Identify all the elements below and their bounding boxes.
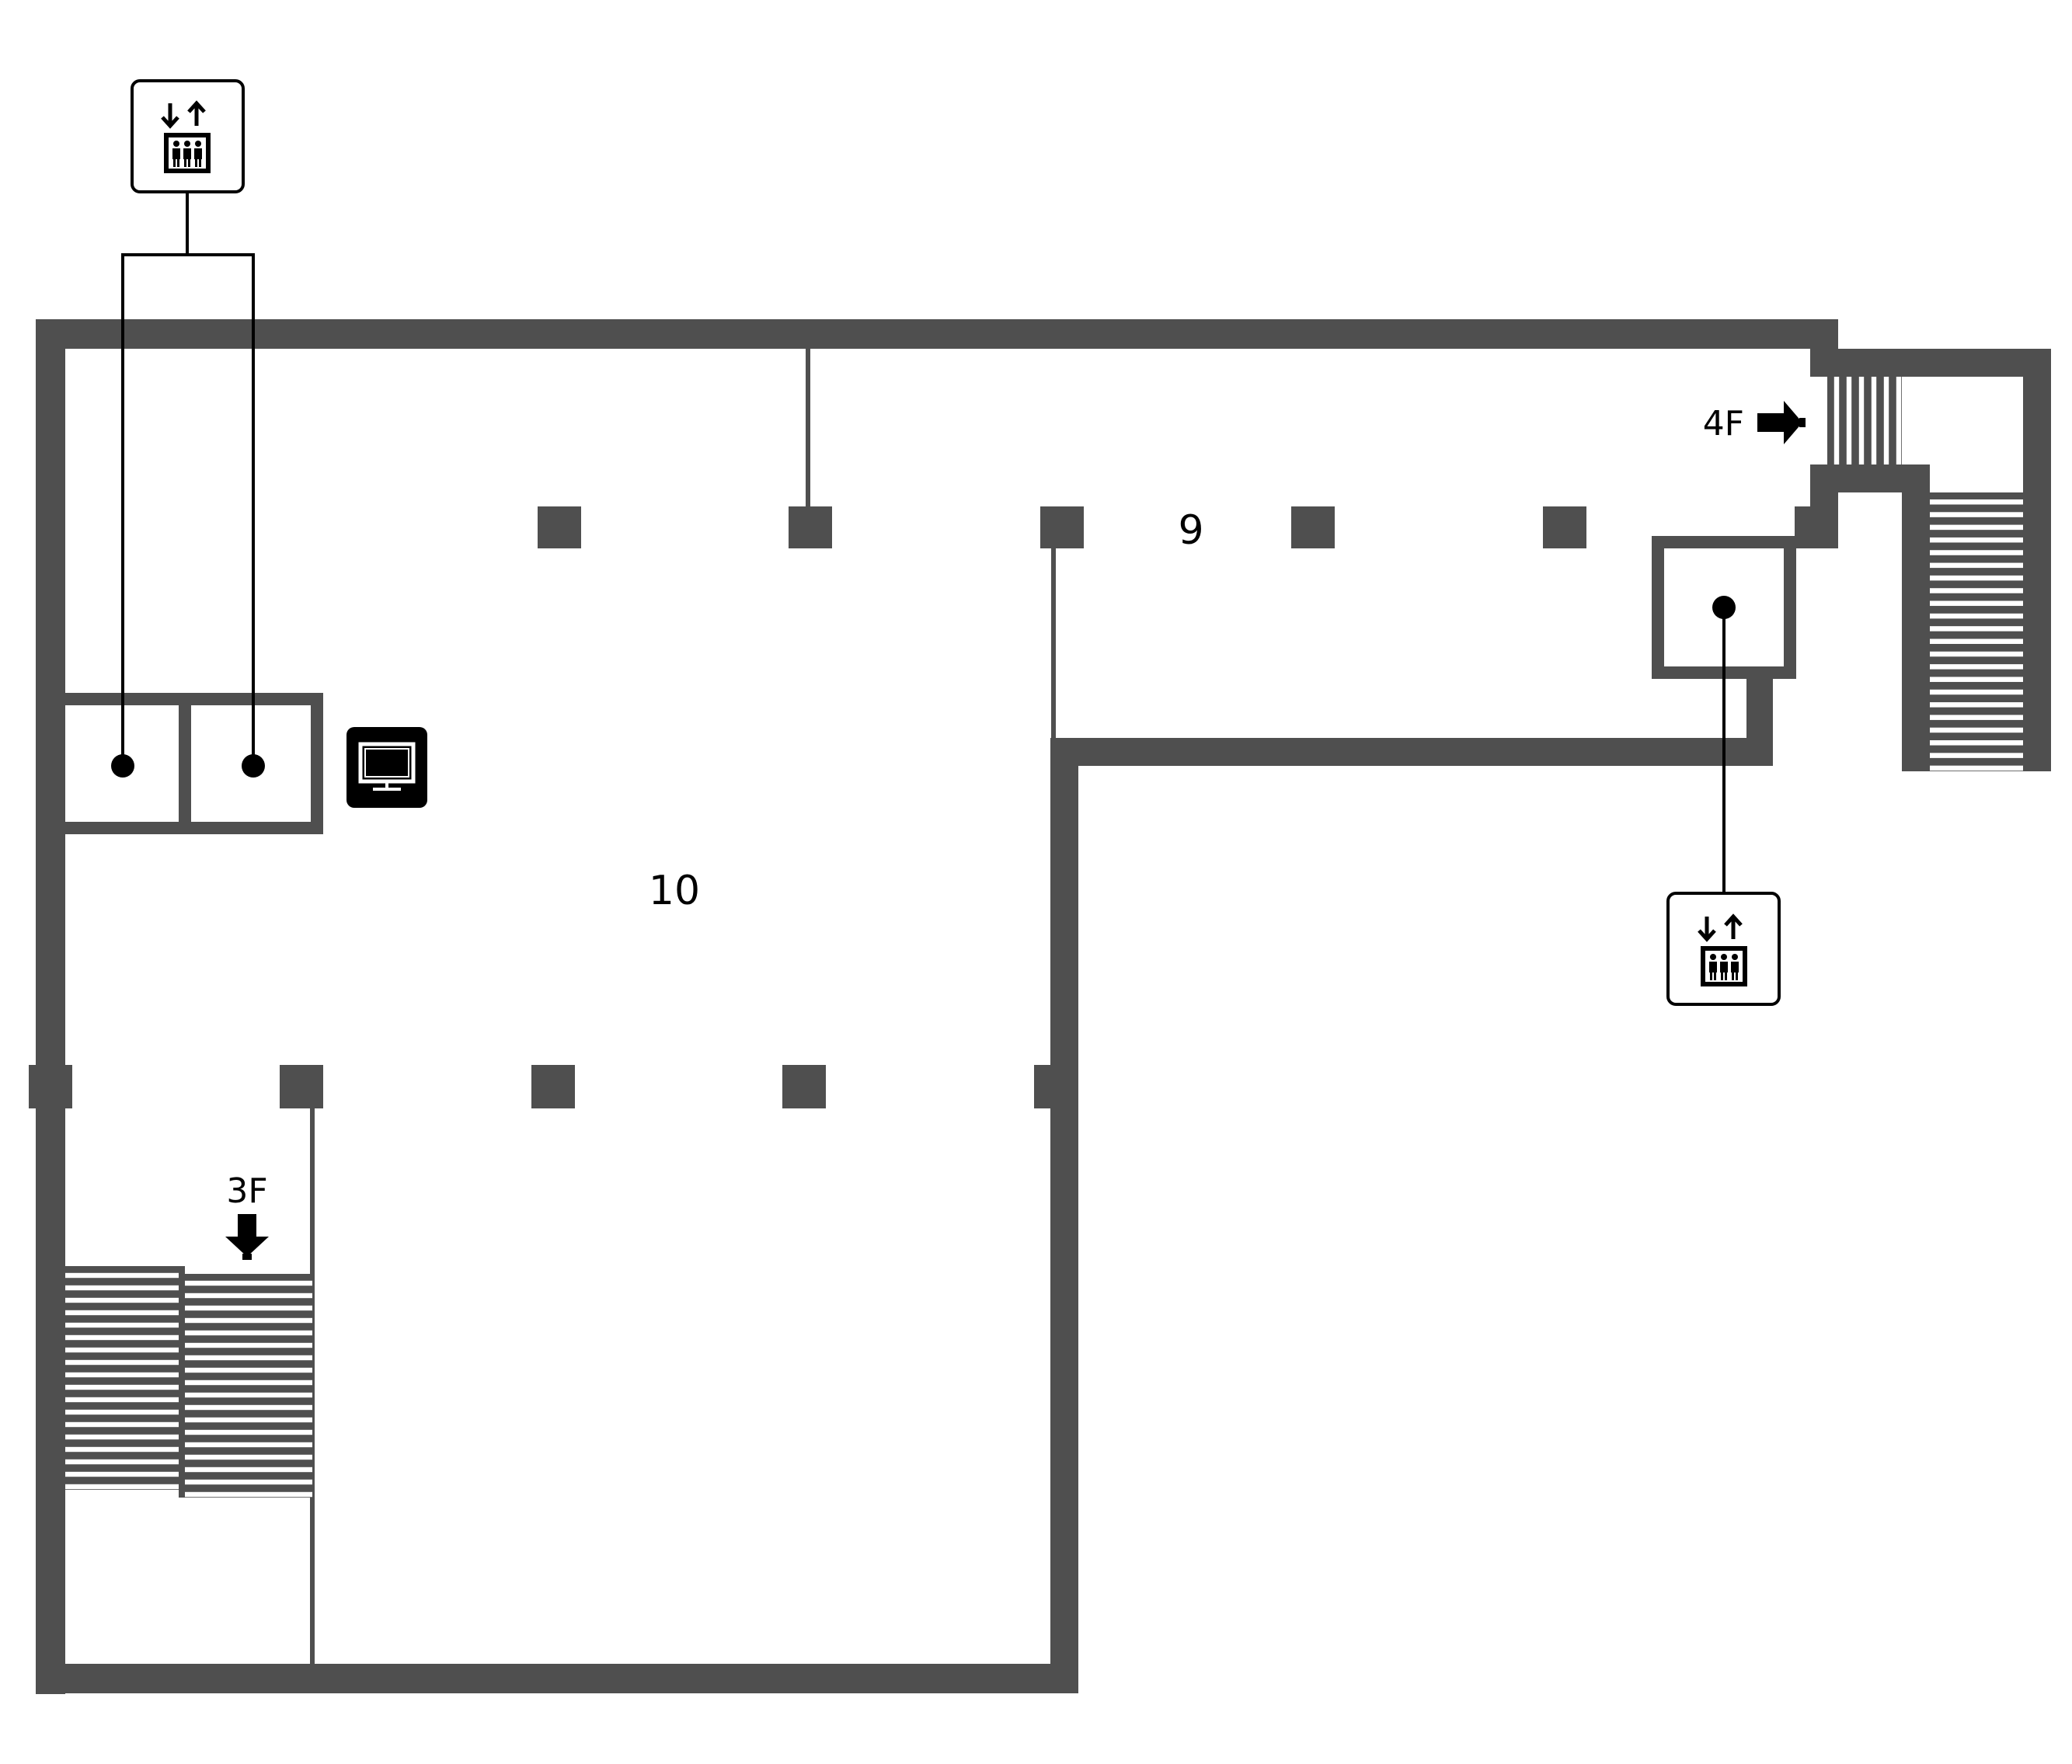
stairs-up-label: 4F (1703, 404, 1744, 444)
room-9-label: 9 (1178, 507, 1203, 554)
stair-tread (1930, 600, 2023, 607)
stair-tread (1930, 651, 2023, 657)
stair-tread (1930, 613, 2023, 619)
elevator-sign-right[interactable] (1666, 892, 1781, 1006)
stair-tread (65, 1421, 179, 1428)
stair-tread (185, 1380, 312, 1386)
stair-tread (1858, 377, 1865, 464)
stair-tread (185, 1342, 312, 1348)
stair-tread (185, 1454, 312, 1460)
stair-tread (185, 1417, 312, 1423)
room-10-label: 10 (649, 868, 700, 914)
stair-tread (1930, 664, 2023, 670)
stair-tread (65, 1347, 179, 1353)
stair-tread (1833, 377, 1840, 464)
stair-tread (65, 1359, 179, 1366)
stair-tread (185, 1479, 312, 1485)
stair-tread (1930, 499, 2023, 505)
stair-tread (1930, 765, 2023, 771)
stairs-divider (179, 1266, 185, 1498)
stair-tread (185, 1355, 312, 1361)
stair-tread (185, 1367, 312, 1373)
stair-tread (1930, 715, 2023, 720)
stair-tread (185, 1293, 312, 1299)
stair-tread (1871, 377, 1877, 464)
stair-tread (65, 1372, 179, 1378)
stair-tread (65, 1272, 179, 1279)
elevator-shafts-left (65, 693, 323, 834)
stair-tread (185, 1280, 312, 1286)
stair-tread (65, 1334, 179, 1341)
stair-tread (1930, 727, 2023, 733)
stair-tread (185, 1429, 312, 1435)
monitor-sign[interactable] (346, 727, 427, 808)
stair-treads-landing (1833, 377, 1902, 464)
arrow-down-icon (225, 1214, 269, 1260)
building-walls (36, 319, 1838, 1694)
stair-tread (1930, 677, 2023, 682)
stair-treads-left-b (185, 1280, 312, 1498)
stair-tread (1930, 537, 2023, 543)
stair-tread (65, 1409, 179, 1415)
stair-tread (185, 1305, 312, 1311)
stair-tread (65, 1297, 179, 1303)
stair-tread (65, 1310, 179, 1316)
stair-tread (1930, 588, 2023, 593)
stair-tread (185, 1317, 312, 1324)
elevator-leader-lines (111, 193, 1736, 893)
stair-tread (1930, 702, 2023, 708)
stair-tread (1930, 550, 2023, 555)
elevator-shaft-right (1652, 536, 1796, 679)
stair-treads-left-a (65, 1272, 179, 1490)
stair-tread (65, 1397, 179, 1403)
partitions (310, 349, 1056, 1664)
stair-tower-right (1795, 349, 2051, 771)
stair-tread (65, 1285, 179, 1291)
stair-tread (1930, 575, 2023, 581)
stair-tread (185, 1467, 312, 1473)
stair-tread (1930, 524, 2023, 531)
stair-tread (1930, 740, 2023, 746)
stair-tread (185, 1491, 312, 1498)
stair-tread (1846, 377, 1852, 464)
stair-tread (1883, 377, 1889, 464)
stair-tread (1896, 377, 1902, 464)
stair-tread (65, 1322, 179, 1328)
stairs-left (65, 1266, 312, 1498)
stair-tread (65, 1471, 179, 1477)
stair-tread (1930, 562, 2023, 569)
stair-tread (185, 1404, 312, 1411)
stair-tread (185, 1330, 312, 1336)
stair-tread (1930, 753, 2023, 758)
stair-tread (1930, 512, 2023, 517)
monitor-icon (358, 742, 416, 791)
stair-tread (185, 1392, 312, 1398)
stair-tread (1930, 638, 2023, 645)
stair-tread (65, 1459, 179, 1465)
stair-tread (1930, 626, 2023, 631)
stair-tread (185, 1442, 312, 1448)
elevator-sign-left[interactable] (131, 79, 245, 193)
stairs-down-label: 3F (226, 1171, 267, 1211)
stair-tread (65, 1446, 179, 1453)
stair-tread (1930, 689, 2023, 695)
pillars (29, 506, 1586, 1108)
stairs-flight-landing (1827, 377, 1902, 464)
stair-tread (65, 1384, 179, 1390)
arrow-right-icon (1757, 401, 1806, 444)
stair-tread (65, 1434, 179, 1440)
stair-treads-right (1930, 499, 2023, 771)
stair-tread (65, 1484, 179, 1490)
